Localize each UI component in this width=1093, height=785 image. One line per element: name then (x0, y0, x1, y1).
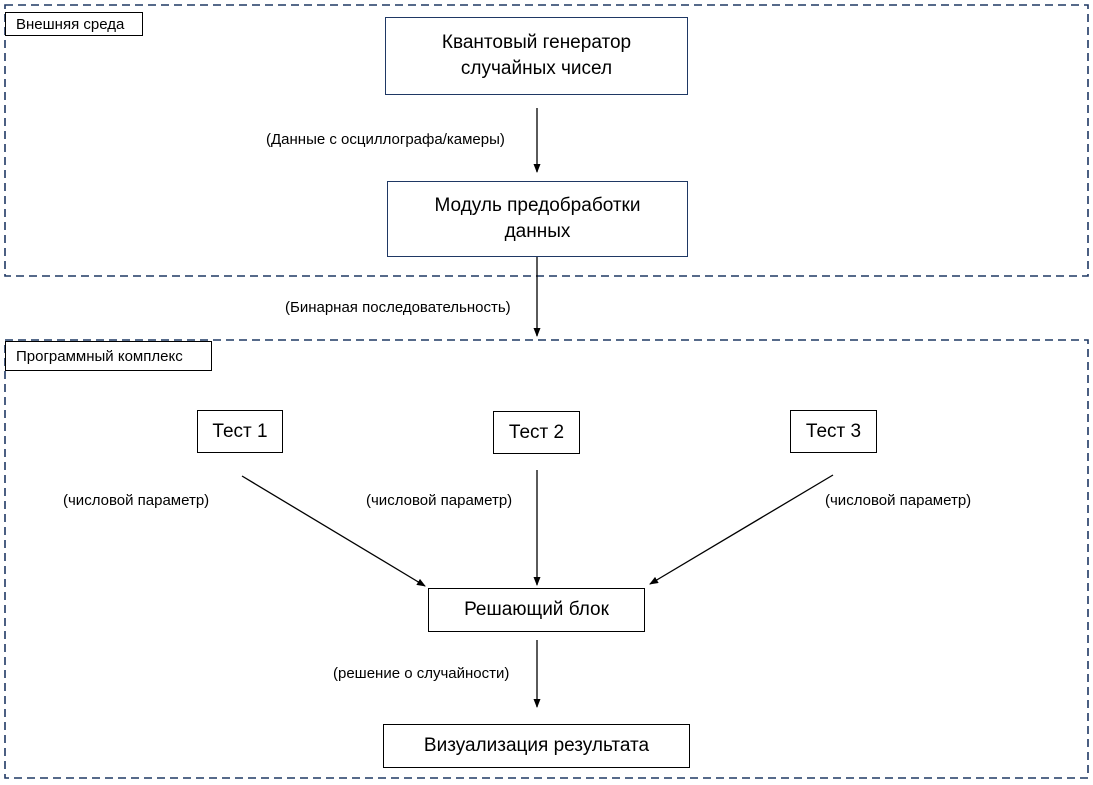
node-test3-text: Тест 3 (805, 420, 862, 442)
edge-test1-to-decision (241, 475, 426, 587)
node-test2: Тест 2 (493, 411, 580, 454)
edge-label-numeric-param-2: (числовой параметр) (366, 492, 513, 509)
edge-label-numeric-param-1: (числовой параметр) (63, 492, 210, 509)
node-decision: Решающий блок (428, 588, 645, 632)
edge-label-binary-sequence: (Бинарная последовательность) (285, 299, 511, 316)
node-test3: Тест 3 (790, 410, 877, 453)
node-test1-text: Тест 1 (212, 420, 268, 442)
environment-zone-label: Внешняя среда (5, 12, 143, 36)
environment-zone-label-text: Внешняя среда (16, 15, 125, 33)
node-qrng: Квантовый генератор случайных чисел (385, 17, 688, 95)
node-preprocessing-text: Модуль предобработки данных (434, 195, 641, 242)
node-test1: Тест 1 (197, 410, 283, 453)
software-zone-label: Программный комплекс (5, 341, 212, 371)
edge-label-oscilloscope-data: (Данные с осциллографа/камеры) (266, 131, 505, 148)
node-preprocessing: Модуль предобработки данных (387, 181, 688, 257)
node-visualization-text: Визуализация результата (423, 735, 650, 757)
node-qrng-text: Квантовый генератор случайных чисел (441, 32, 632, 79)
software-zone-border (4, 339, 1089, 779)
software-zone-label-text: Программный комплекс (16, 347, 183, 365)
edge-label-numeric-param-3: (числовой параметр) (825, 492, 972, 509)
edge-test3-to-decision (649, 474, 834, 585)
node-visualization: Визуализация результата (383, 724, 690, 768)
edge-label-randomness-decision: (решение о случайности) (333, 665, 510, 682)
node-test2-text: Тест 2 (508, 421, 565, 443)
node-decision-text: Решающий блок (464, 599, 609, 621)
